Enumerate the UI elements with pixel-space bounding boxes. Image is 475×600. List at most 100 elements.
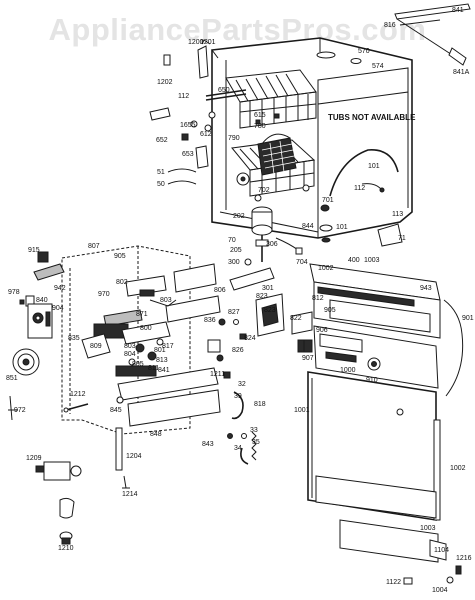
part-number-label: 70 [228, 237, 236, 244]
availability-note: TUBS NOT AVAILABLE [328, 113, 416, 122]
part-number-label: 1210 [58, 545, 74, 552]
part-number-label: 32 [238, 381, 246, 388]
part-number-label: 806 [214, 287, 226, 294]
part-number-label: 801 [154, 347, 166, 354]
part-number-label: 71 [398, 235, 406, 242]
top-trim-strip [394, 3, 471, 66]
part-number-label: 809 [90, 343, 102, 350]
pump-motor [229, 206, 303, 291]
part-number-label: 50 [157, 181, 165, 188]
kick-plate [315, 475, 462, 585]
part-number-label: 972 [14, 407, 26, 414]
part-number-label: 1000 [340, 367, 356, 374]
silverware-basket [257, 133, 297, 176]
part-number-label: 780 [254, 123, 266, 130]
part-number-label: 840 [36, 297, 48, 304]
part-number-label: 823 [264, 307, 276, 314]
part-number-label: 1004 [432, 587, 448, 594]
part-number-label: 835 [68, 335, 80, 342]
part-number-label: 205 [230, 247, 242, 254]
part-number-label: 802 [116, 279, 128, 286]
part-number-label: 1655 [180, 122, 196, 129]
part-number-label: 824 [244, 335, 256, 342]
part-number-label: 202 [233, 213, 245, 220]
part-number-label: 827 [228, 309, 240, 316]
part-number-label: 823 [256, 293, 268, 300]
part-number-label: 812 [312, 295, 324, 302]
part-number-label: 702 [258, 187, 270, 194]
part-number-label: 817 [162, 343, 174, 350]
part-number-label: 1104 [434, 547, 449, 554]
part-number-label: 804 [124, 351, 136, 358]
part-number-label: 112 [354, 185, 365, 192]
part-number-label: 1002 [318, 265, 334, 272]
part-number-label: 811 [148, 365, 159, 372]
part-number-label: 51 [157, 169, 165, 176]
part-number-label: 1214 [122, 491, 138, 498]
part-number-label: 807 [88, 243, 100, 250]
part-number-label: 1216 [456, 555, 472, 562]
part-number-label: 612 [200, 131, 212, 138]
part-number-label: 300 [228, 259, 240, 266]
part-number-label: 301 [262, 285, 274, 292]
part-number-label: 704 [296, 259, 308, 266]
part-number-label: 790 [228, 135, 240, 142]
part-number-label: 1209 [26, 455, 42, 462]
part-number-label: 701 [322, 197, 334, 204]
part-number-label: 1003 [364, 257, 380, 264]
part-number-label: 101 [368, 163, 380, 170]
part-number-label: 841 [452, 7, 464, 14]
part-number-label: 978 [8, 289, 20, 296]
part-number-label: 800 [140, 325, 152, 332]
part-number-label: 653 [182, 151, 194, 158]
part-number-label: 871 [136, 311, 148, 318]
part-number-label: 570 [358, 48, 370, 55]
part-number-label: 1204 [126, 453, 142, 460]
part-number-label: 1212 [70, 391, 86, 398]
part-number-label: 910 [366, 377, 378, 384]
part-number-label: 906 [316, 327, 328, 334]
part-number-label: 101 [336, 224, 348, 231]
part-number-label: 848 [150, 431, 162, 438]
control-panel [309, 263, 464, 397]
part-number-label: 1211 [210, 371, 225, 378]
part-number-label: 826 [232, 347, 244, 354]
part-labels: 841 816 841A 570 574 1200 1201 1202 650 … [6, 7, 474, 594]
part-number-label: 841A [453, 69, 470, 76]
part-number-label: 400 [348, 257, 360, 264]
part-number-label: 1202 [157, 79, 173, 86]
part-number-label: 34 [234, 445, 242, 452]
part-number-label: 907 [302, 355, 314, 362]
part-number-label: 943 [420, 285, 432, 292]
part-number-label: 803 [160, 297, 172, 304]
part-number-label: 1201 [200, 39, 216, 46]
part-number-label: 652 [156, 137, 168, 144]
part-number-label: 905 [324, 307, 336, 314]
part-number-label: 39 [234, 393, 242, 400]
console-panel [303, 325, 439, 389]
part-number-label: 836 [204, 317, 216, 324]
part-number-label: 905 [114, 253, 126, 260]
part-number-label: 845 [110, 407, 122, 414]
door-panel [307, 371, 441, 521]
part-number-label: 816 [384, 22, 396, 29]
part-number-label: 1001 [294, 407, 310, 414]
part-number-label: 818 [254, 401, 266, 408]
part-number-label: 650 [218, 87, 230, 94]
part-number-label: 306 [266, 241, 278, 248]
part-number-label: 813 [156, 357, 168, 364]
part-number-label: 113 [392, 211, 403, 218]
part-number-label: 822 [290, 315, 302, 322]
part-number-label: 915 [28, 247, 40, 254]
part-number-label: 112 [178, 93, 189, 100]
part-number-label: 904 [52, 305, 64, 312]
part-number-label: 35 [252, 439, 260, 446]
part-number-label: 1002 [450, 465, 466, 472]
part-number-label: 803 [124, 343, 136, 350]
part-number-label: 844 [302, 223, 314, 230]
part-number-label: 841 [158, 367, 170, 374]
part-number-label: 942 [54, 285, 66, 292]
part-number-label: 1200 [188, 39, 204, 46]
